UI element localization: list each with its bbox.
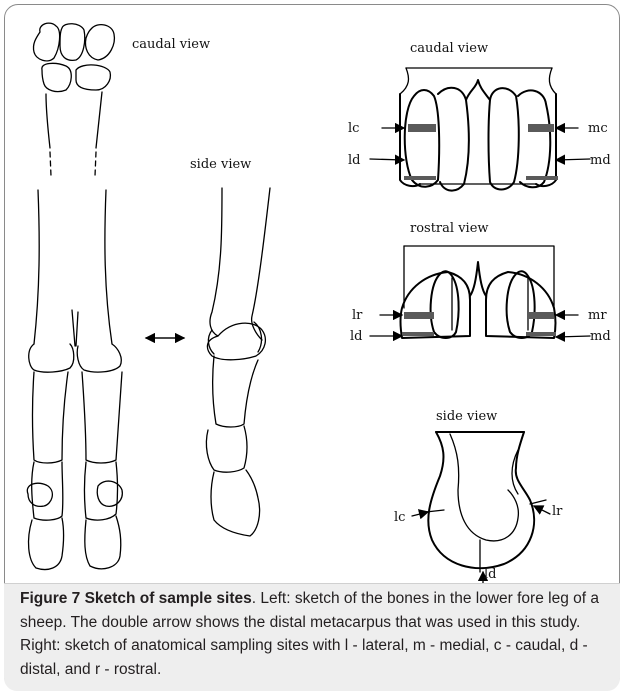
caption-heading: Figure 7 Sketch of sample sites	[20, 590, 252, 607]
figure-drawing: caudal view side view caudal view rostra…	[0, 0, 626, 584]
site-label-caudal-lc: lc	[348, 121, 359, 136]
site-label-side-lr: lr	[552, 504, 563, 519]
label-left-side-view: side view	[190, 157, 251, 172]
site-label-rostral-mr: mr	[588, 308, 607, 323]
site-label-rostral-ld: ld	[350, 329, 362, 344]
caudal-view-sketch	[400, 68, 558, 191]
site-label-side-ld: ld	[484, 567, 496, 582]
site-label-caudal-mc: mc	[588, 121, 608, 136]
site-label-caudal-md: md	[590, 153, 611, 168]
label-left-caudal-view: caudal view	[132, 37, 210, 52]
label-right-side-view: side view	[436, 409, 497, 424]
rostral-view-sketch	[401, 246, 557, 338]
site-label-caudal-ld: ld	[348, 153, 360, 168]
label-rostral-view: rostral view	[410, 221, 489, 236]
left-side-leg-sketch	[206, 188, 270, 536]
site-label-rostral-md: md	[590, 329, 611, 344]
site-label-rostral-lr: lr	[352, 308, 363, 323]
label-right-caudal-view: caudal view	[410, 41, 488, 56]
side-view-sketch	[426, 432, 546, 572]
left-caudal-leg-sketch	[27, 23, 122, 569]
side-view-arrows	[412, 506, 550, 584]
figure-caption: Figure 7 Sketch of sample sites. Left: s…	[20, 587, 610, 681]
site-label-side-lc: lc	[394, 510, 405, 525]
